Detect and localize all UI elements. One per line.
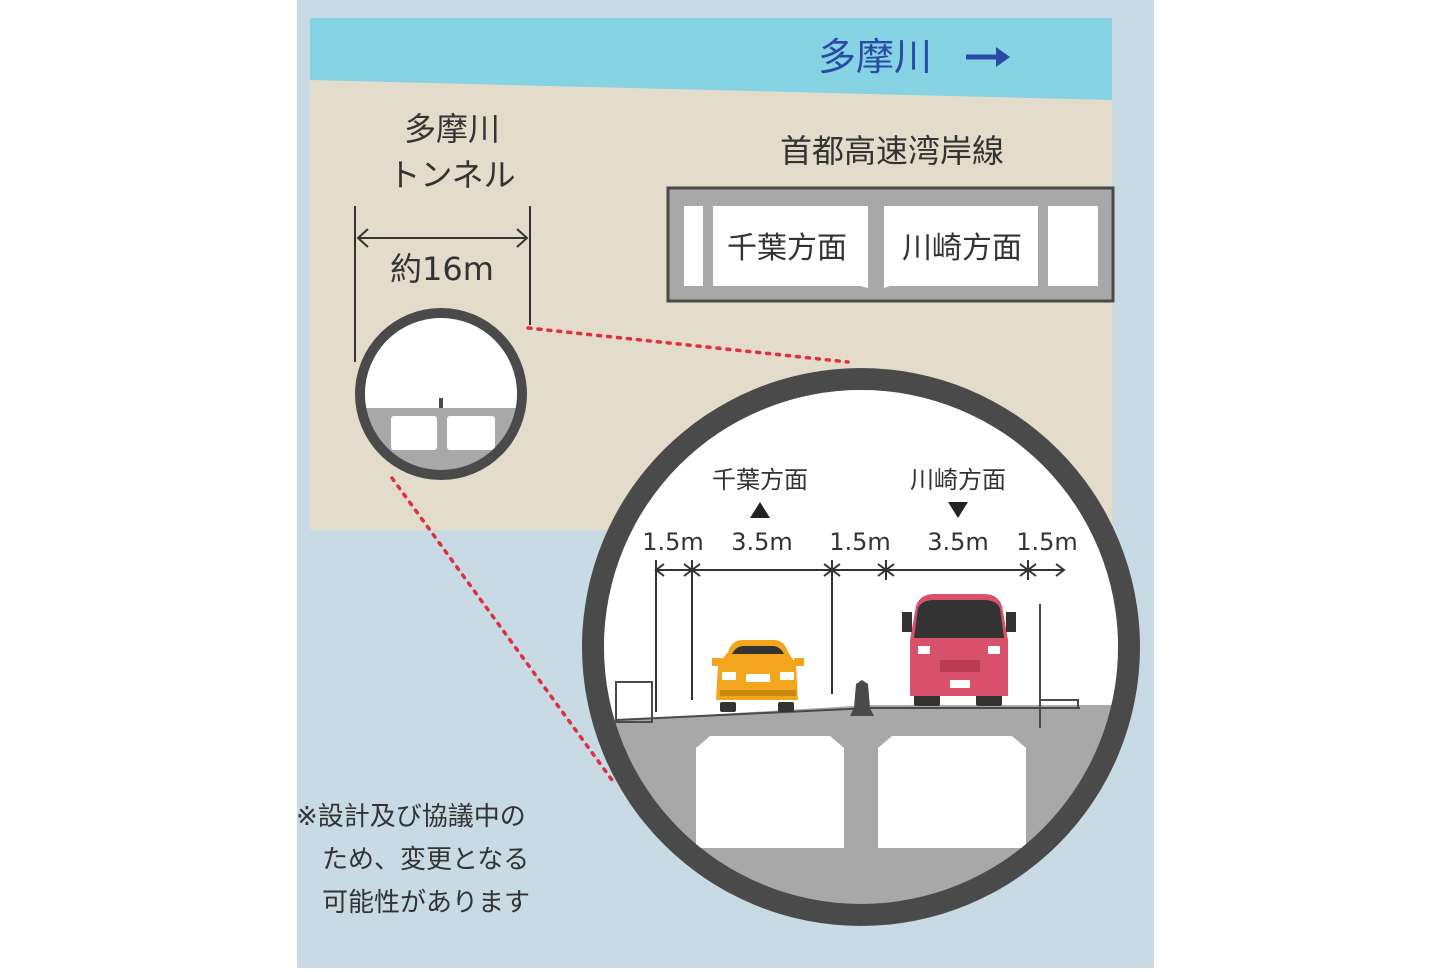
expressway-right-lane: 川崎方面 <box>902 231 1022 266</box>
small-tunnel-title-line2: トンネル <box>388 156 515 194</box>
river <box>310 18 1112 100</box>
detail-tunnel <box>582 368 1140 926</box>
lane-dimension-line <box>654 560 1066 712</box>
small-tunnel-width-dimension <box>354 206 531 362</box>
car-icon <box>712 640 804 712</box>
zoom-line-top <box>526 326 850 364</box>
dim-lane-right: 3.5m <box>927 528 989 556</box>
down-arrow-icon <box>948 502 968 518</box>
up-arrow-icon <box>750 502 770 518</box>
note-line1: ※設計及び協議中の <box>296 802 526 832</box>
expressway-left-lane: 千葉方面 <box>727 231 847 266</box>
river-label: 多摩川 <box>818 35 932 79</box>
note-line2: ため、変更となる <box>322 845 529 875</box>
zoom-line-bottom <box>390 476 614 782</box>
note-line3: 可能性があります <box>322 888 530 918</box>
detail-left-direction: 千葉方面 <box>712 466 808 494</box>
truck-icon <box>902 594 1016 706</box>
detail-right-direction: 川崎方面 <box>910 466 1006 494</box>
river-arrow-icon <box>966 47 1010 67</box>
dim-median: 1.5m <box>829 528 891 556</box>
dim-walkway-right: 1.5m <box>1016 528 1078 556</box>
dim-walkway-left: 1.5m <box>642 528 704 556</box>
small-tunnel-width-label: 約16m <box>390 250 494 288</box>
small-tunnel <box>355 308 527 480</box>
expressway-title: 首都高速湾岸線 <box>780 132 1004 170</box>
small-tunnel-title-line1: 多摩川 <box>404 110 500 148</box>
expressway-section <box>666 186 1115 303</box>
dim-lane-left: 3.5m <box>731 528 793 556</box>
